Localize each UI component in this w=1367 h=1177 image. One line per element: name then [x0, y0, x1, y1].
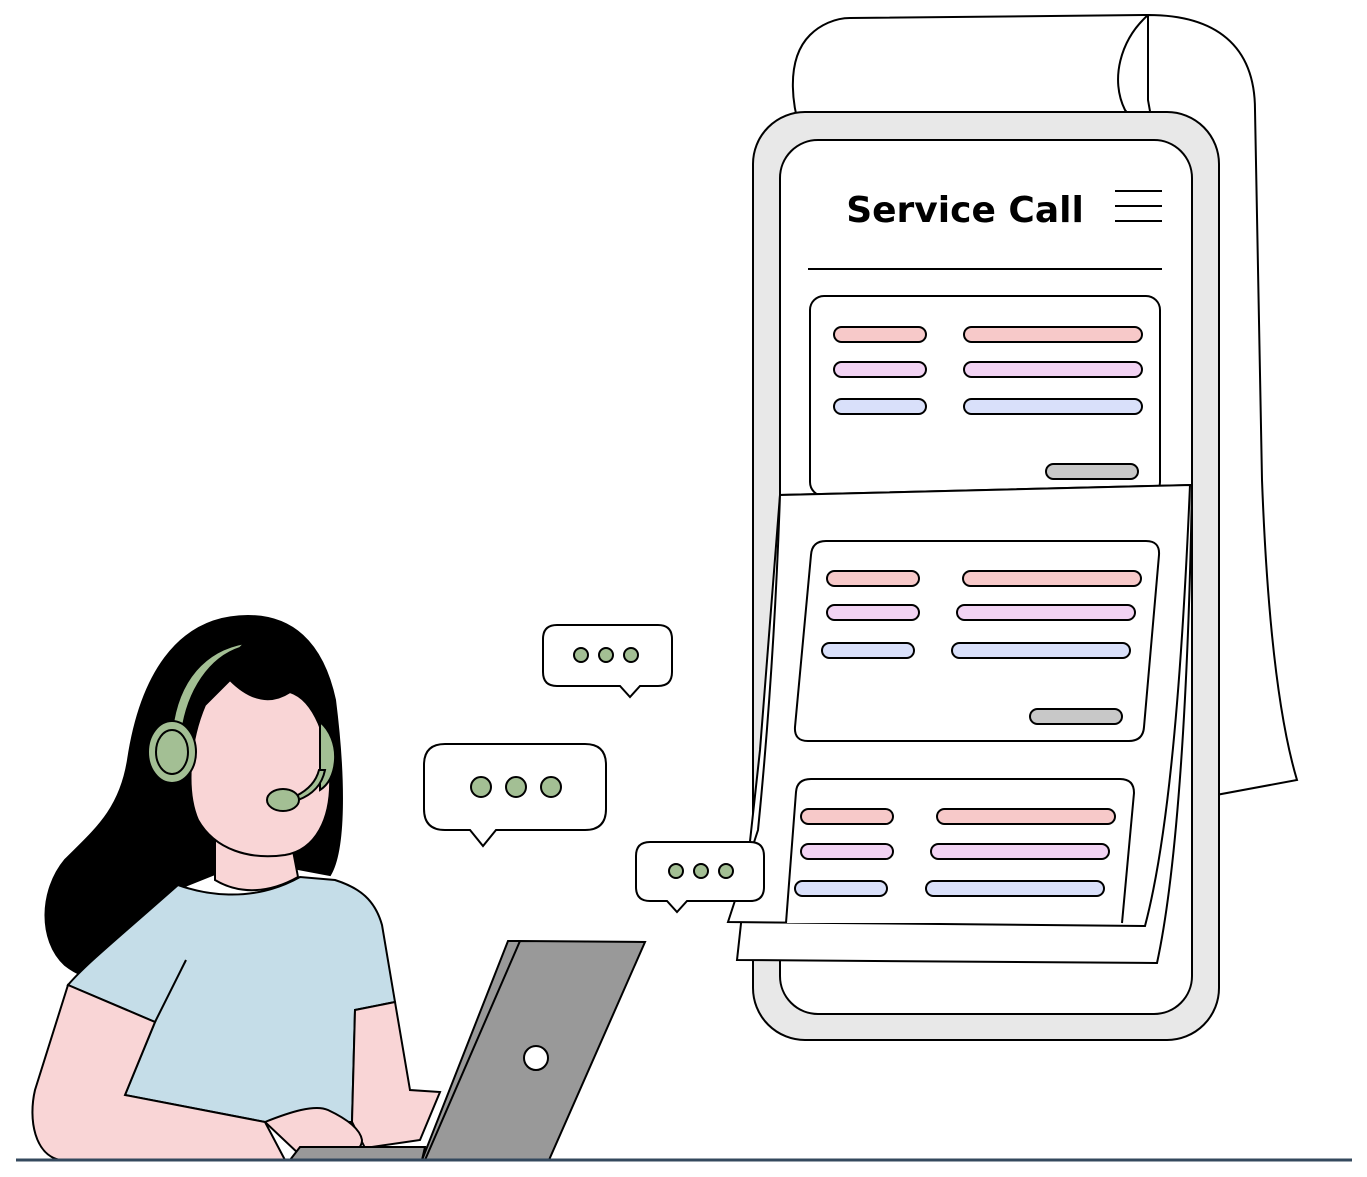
card-line-pink-long	[963, 361, 1143, 378]
hamburger-menu-icon[interactable]	[1115, 190, 1162, 222]
service-card-3[interactable]	[785, 778, 1136, 924]
card-line-pink-long	[956, 604, 1136, 621]
card-line-blue-long	[951, 642, 1131, 659]
typing-dot	[470, 776, 492, 798]
phone-app: Service Call	[808, 190, 1162, 497]
card-line-blue-short	[833, 398, 927, 415]
card-line-red-short	[833, 326, 927, 343]
card-line-pink-short	[833, 361, 927, 378]
card-line-blue-short	[821, 642, 915, 659]
typing-dot	[573, 647, 589, 663]
card-line-pink-short	[826, 604, 920, 621]
shirt-fold	[154, 959, 187, 1023]
card-action-button[interactable]	[1045, 463, 1139, 480]
speech-bubble-top	[542, 624, 673, 699]
typing-dot	[668, 863, 684, 879]
headset-mic-icon	[266, 788, 300, 812]
card-line-red-long	[936, 808, 1116, 825]
agent-arm-right	[350, 1000, 442, 1150]
laptop-logo-icon	[523, 1045, 549, 1071]
paper-strip	[726, 483, 1194, 965]
card-line-blue-long	[925, 880, 1105, 897]
card-line-red-short	[826, 570, 920, 587]
agent-face	[189, 678, 332, 858]
speech-bubble-middle	[423, 743, 607, 848]
card-line-blue-long	[963, 398, 1143, 415]
typing-dot	[505, 776, 527, 798]
typing-dot	[693, 863, 709, 879]
card-line-blue-short	[794, 880, 888, 897]
typing-dot	[623, 647, 639, 663]
card-line-red-long	[963, 326, 1143, 343]
service-card-1[interactable]	[809, 295, 1161, 497]
support-agent	[31, 614, 442, 1161]
card-line-red-short	[800, 808, 894, 825]
page-title: Service Call	[846, 190, 1084, 231]
speech-bubble-bottom	[635, 841, 765, 914]
typing-dot	[540, 776, 562, 798]
card-line-pink-short	[800, 843, 894, 860]
card-frame	[793, 540, 1161, 742]
card-action-button[interactable]	[1029, 708, 1123, 725]
agent-shirt	[66, 875, 397, 1123]
typing-dot	[598, 647, 614, 663]
laptop-base	[287, 1146, 427, 1161]
service-card-2[interactable]	[793, 540, 1161, 742]
typing-dot	[718, 863, 734, 879]
card-line-red-long	[962, 570, 1142, 587]
headset-earcup-inner	[155, 729, 189, 775]
card-line-pink-long	[930, 843, 1110, 860]
